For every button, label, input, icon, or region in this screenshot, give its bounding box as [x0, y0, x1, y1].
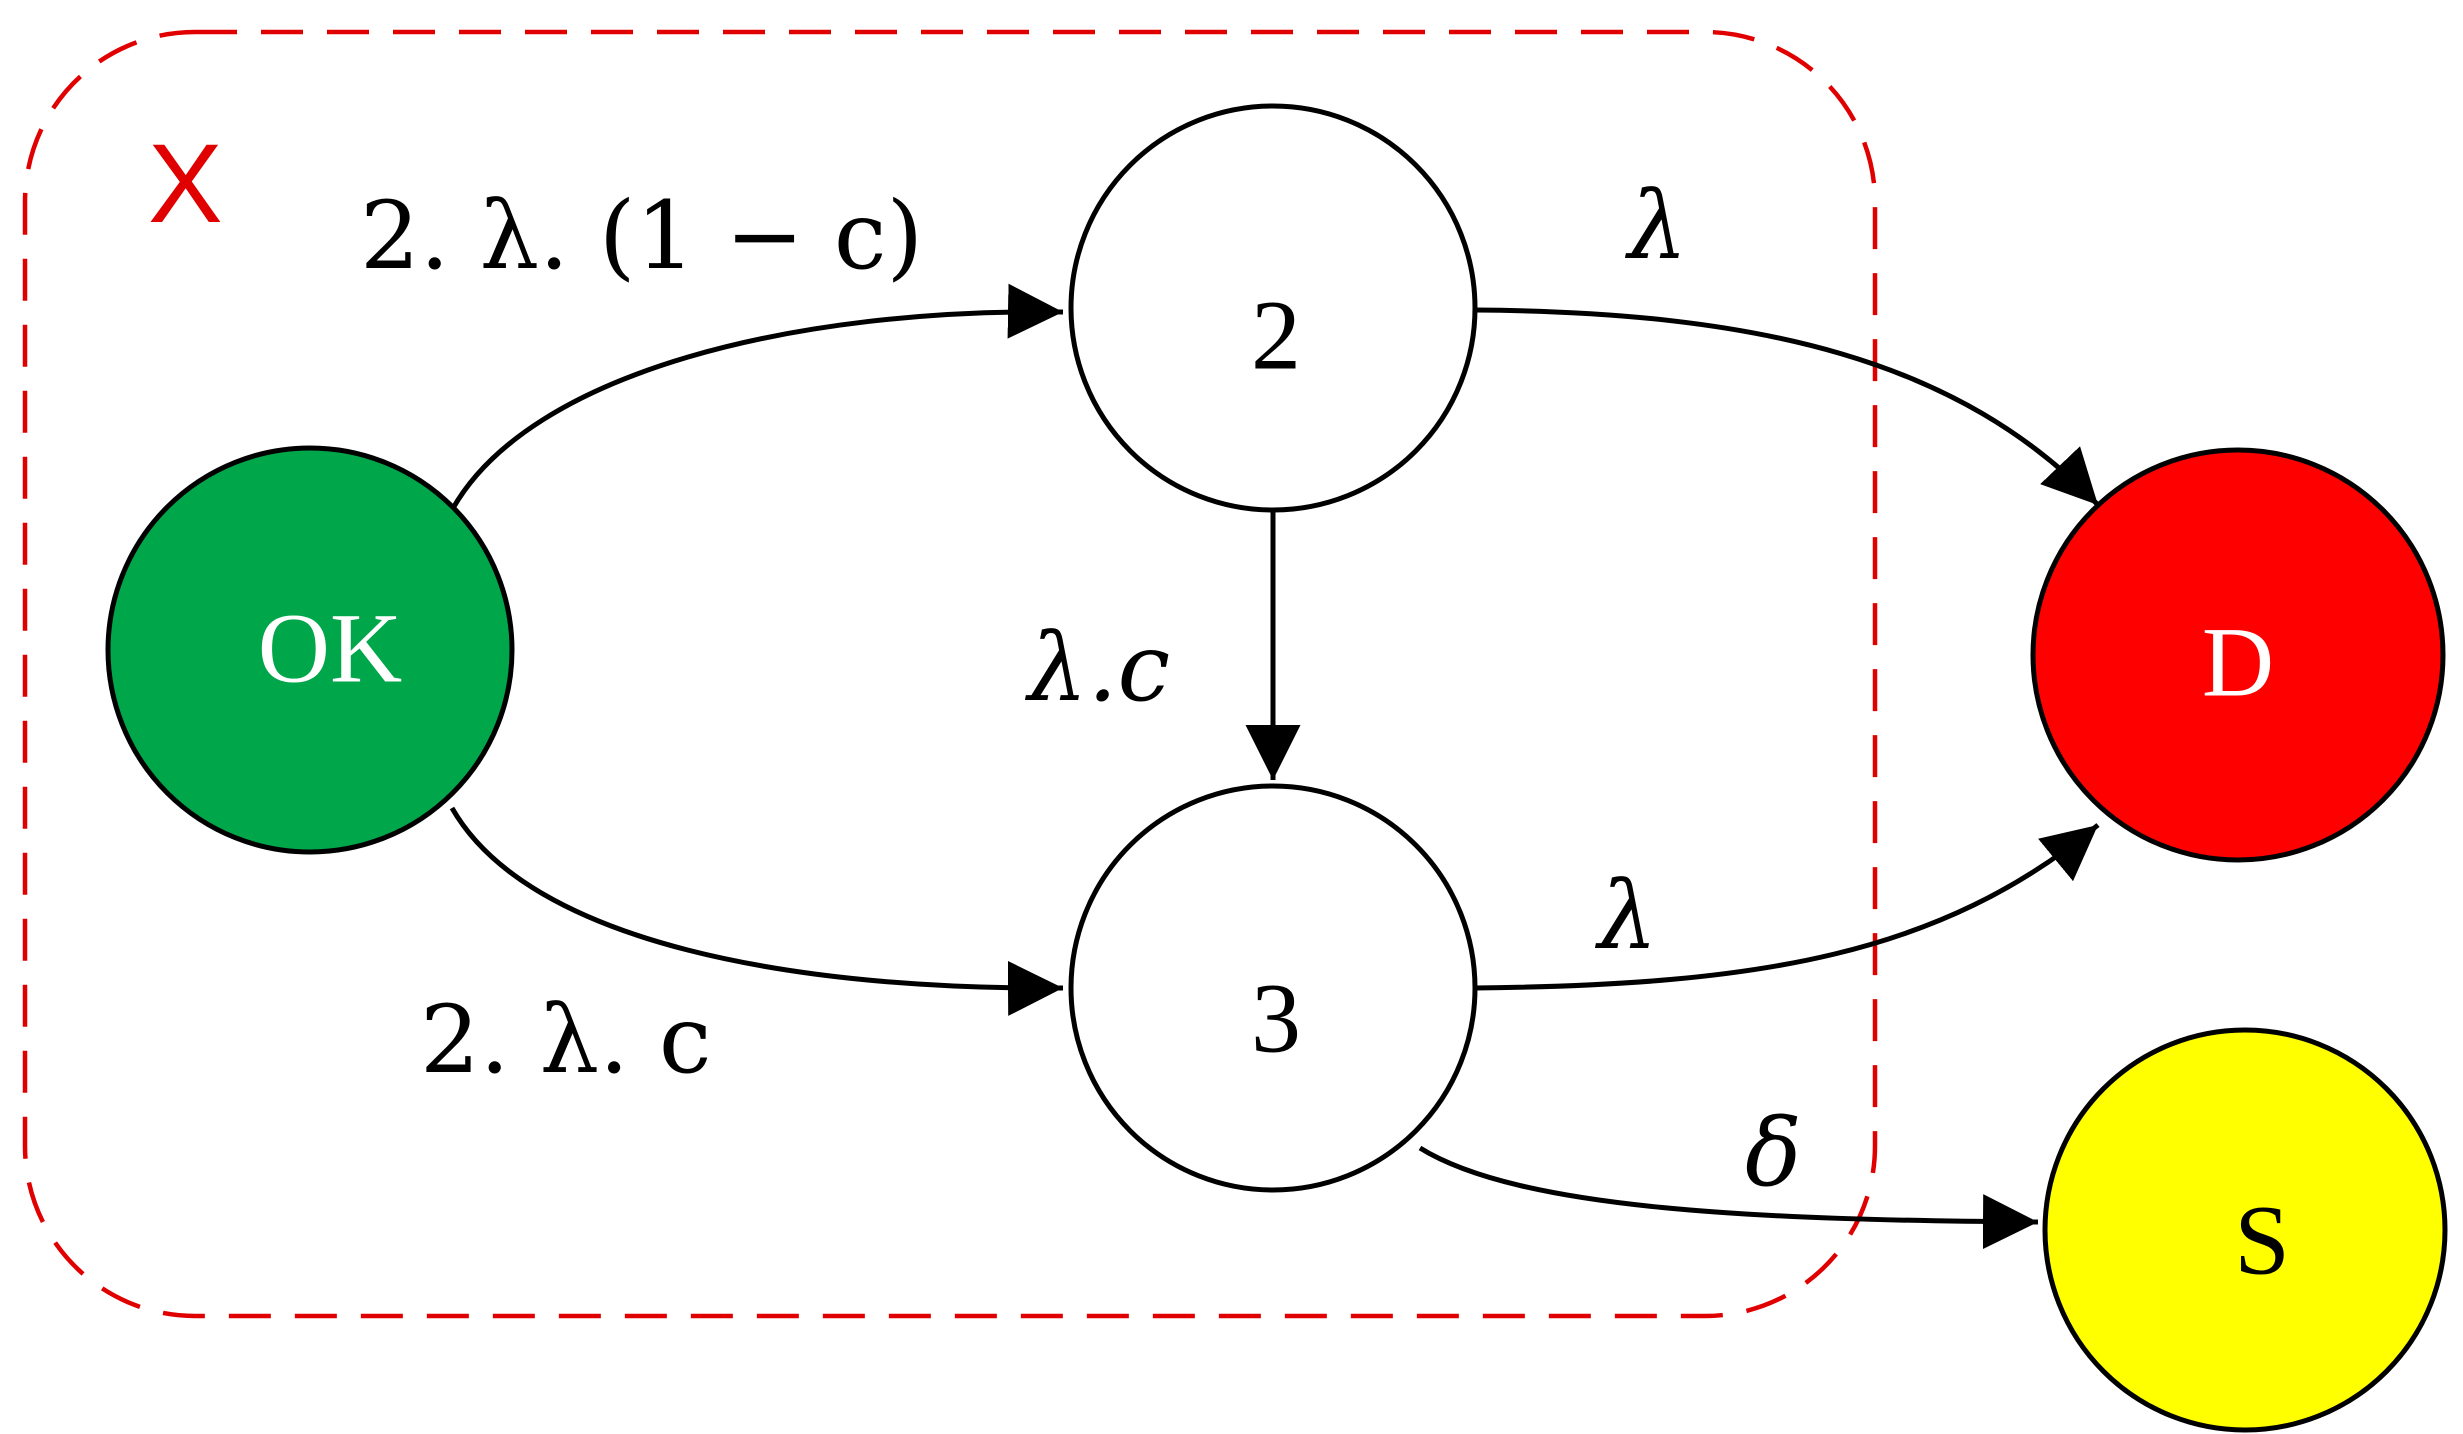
- node-2-label: 2: [1251, 280, 1301, 391]
- node-ok-circle: [105, 445, 515, 855]
- edge-label-ok-to-3: 2. λ. c: [420, 986, 712, 1095]
- edge-ok-to-3: [449, 806, 1064, 1016]
- node-d-label: D: [2202, 607, 2274, 718]
- edge-ok-to-2: [449, 283, 1064, 512]
- edge-2-to-d: [1474, 307, 2100, 507]
- edge-3-to-d: [1474, 823, 2100, 991]
- node-s-label: S: [2234, 1185, 2290, 1296]
- edge-label-3-to-d: λ: [1594, 862, 1658, 971]
- node-ok-label: OK: [258, 593, 402, 704]
- boundary-label: X: [148, 121, 223, 246]
- node-d-circle: [2030, 447, 2446, 863]
- node-ok: OK: [105, 445, 515, 855]
- node-3-label: 3: [1251, 963, 1301, 1074]
- edge-label-ok-to-2: 2. λ. (1 − c): [360, 182, 923, 291]
- edge-label-3-to-s: δ: [1745, 1099, 1802, 1208]
- node-s-circle: [2042, 1027, 2448, 1433]
- boundary-x: [22, 29, 1878, 1319]
- edge-3-to-s: [1418, 1145, 2039, 1250]
- node-3: 3: [1068, 783, 1478, 1193]
- node-d: D: [2030, 447, 2446, 863]
- node-2: 2: [1068, 103, 1478, 513]
- node-3-circle: [1068, 783, 1478, 1193]
- node-2-circle: [1068, 103, 1478, 513]
- node-s: S: [2042, 1027, 2448, 1433]
- edge-label-2-to-3: λ.c: [1024, 614, 1170, 723]
- edge-label-2-to-d: λ: [1624, 172, 1688, 281]
